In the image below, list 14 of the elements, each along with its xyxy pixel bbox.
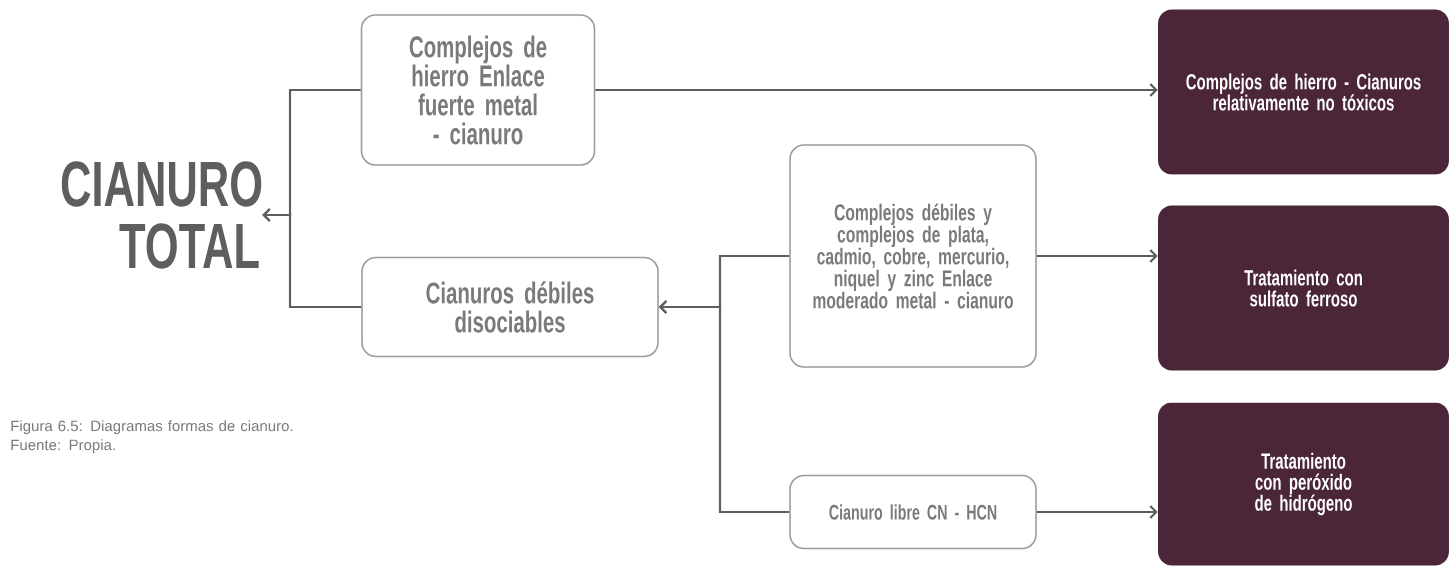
title-text: CIANURO TOTAL xyxy=(61,161,262,269)
arrow xyxy=(1036,249,1158,263)
arrow xyxy=(1036,505,1158,519)
result-box: Tratamiento con peróxido de hidrógeno xyxy=(1158,402,1449,566)
result-box: Tratamiento con sulfato ferroso xyxy=(1158,205,1449,371)
arrow xyxy=(658,300,790,514)
category-box: Cianuros débiles disociables xyxy=(361,256,659,358)
category-box: Cianuro libre CN - HCN xyxy=(789,474,1037,550)
caption: Figura 6.5: Diagramas formas de cianuro. Fuente: Propia. xyxy=(11,420,293,454)
result-box: Complejos de hierro - Cianuros relativamente no tóxicos xyxy=(1158,9,1449,175)
arrow xyxy=(595,83,1158,97)
category-box: Complejos de hierro Enlace fuerte metal - cianuro xyxy=(360,14,596,166)
category-box: Complejos débiles y complejos de plata, cadmio, cobre, mercurio, niquel y zinc Enlace moderado metal - cianuro xyxy=(789,144,1037,368)
arrow xyxy=(262,208,362,309)
